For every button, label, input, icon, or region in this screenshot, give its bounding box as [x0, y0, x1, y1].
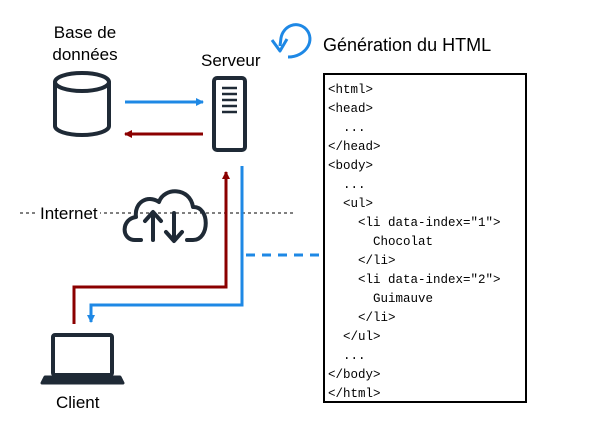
server-to-client-arrow: [87, 166, 244, 323]
code-line: </html>: [328, 387, 381, 401]
cloud-upload-download-icon: [122, 189, 208, 243]
code-line: </li>: [328, 311, 396, 325]
database-icon: [53, 71, 111, 137]
code-line: <body>: [328, 159, 374, 173]
client-label: Client: [56, 393, 100, 412]
laptop-icon: [40, 333, 125, 385]
generation-loop-arrow: [270, 23, 312, 59]
code-line: </ul>: [328, 330, 381, 344]
code-line: <li data-index="1">: [328, 216, 501, 230]
database-label-line-2: données: [52, 45, 118, 64]
internet-label: Internet: [38, 204, 100, 224]
server-icon: [212, 76, 247, 152]
database-label-line-1: Base de: [53, 23, 117, 42]
html-code-box: <html> <head> ... </head> <body> ... <ul> <…: [323, 73, 527, 403]
code-line: <ul>: [328, 197, 374, 211]
code-line: </head>: [328, 140, 381, 154]
code-line: <li data-index="2">: [328, 273, 501, 287]
database-label: Base de données: [30, 22, 140, 66]
code-line: Guimauve: [328, 292, 434, 306]
html-code-listing: <html> <head> ... </head> <body> ... <ul> <…: [328, 81, 525, 404]
code-line: <html>: [328, 83, 374, 97]
code-line: </body>: [328, 368, 381, 382]
generation-label: Génération du HTML: [323, 35, 492, 55]
code-line: <head>: [328, 102, 374, 116]
code-line: ...: [328, 121, 366, 135]
client-to-server-arrow: [72, 171, 230, 324]
code-line: ...: [328, 178, 366, 192]
server-label: Serveur: [201, 51, 261, 70]
code-line: ...: [328, 349, 366, 363]
code-line: Chocolat: [328, 235, 434, 249]
code-line: </li>: [328, 254, 396, 268]
